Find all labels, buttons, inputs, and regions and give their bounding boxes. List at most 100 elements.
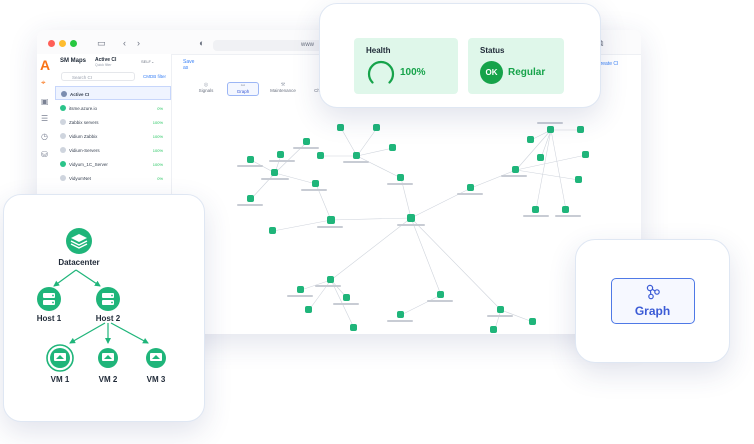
close-window-icon[interactable] [48,40,55,47]
address-bar[interactable]: www [213,40,323,51]
graph-node[interactable] [397,174,404,181]
graph-node[interactable] [582,151,589,158]
graph-node[interactable] [497,306,504,313]
graph-node[interactable] [490,326,497,333]
vm-1-node[interactable] [46,344,74,372]
dashboard-nav-icon[interactable]: ▣ [41,97,49,106]
graph-node[interactable] [407,214,415,222]
datacenter-node[interactable] [66,228,92,254]
maximize-window-icon[interactable] [70,40,77,47]
list-item[interactable]: VidyumNet 0% [55,171,171,185]
tab-signals[interactable]: ◎ Signals [191,82,221,94]
health-gauge-fill [367,60,395,84]
tab-label: Signals [198,88,214,93]
list-item[interactable]: Vidyum_1C_Server 100% [55,157,171,171]
graph-node[interactable] [327,216,335,224]
vm-1-label: VM 1 [50,375,70,384]
graph-node[interactable] [247,195,254,202]
host-1-label: Host 1 [36,314,62,323]
graph-node[interactable] [337,124,344,131]
graph-node[interactable] [303,138,310,145]
vm-3-node[interactable] [146,348,166,368]
maps-nav-icon[interactable]: ⌖ [41,78,46,87]
ci-filter-select[interactable]: Active CI Quick filter SELF ⌄ [95,56,157,68]
vm-3-label: VM 3 [146,375,166,384]
ci-icon [60,105,66,111]
cmdb-filter-link[interactable]: CMDB filter [143,74,167,79]
graph-node[interactable] [312,180,319,187]
graph-edges [250,127,587,333]
graph-node[interactable] [537,154,544,161]
graph-node[interactable] [350,324,357,331]
graph-node[interactable] [353,152,360,159]
list-item-pct: 0% [157,105,163,111]
sidebar-toggle-icon[interactable]: ▭ [97,38,106,48]
datacenter-label: Datacenter [58,258,100,267]
graph-button[interactable]: Graph [611,278,695,324]
list-item[interactable]: Active CI [55,86,171,100]
list-item-pct: 100% [152,119,163,125]
graph-node[interactable] [577,126,584,133]
ci-icon [60,147,66,153]
graph-node[interactable] [437,291,444,298]
forward-icon[interactable]: › [137,38,140,48]
events-nav-icon[interactable]: ☰ [41,114,49,123]
tab-graph[interactable]: ⚯ Graph [227,82,259,96]
graph-node[interactable] [467,184,474,191]
health-status-card: Health 100% Status OK Regular [319,3,601,108]
list-item-pct: 100% [152,161,163,167]
graph-node[interactable] [527,136,534,143]
graph-node[interactable] [397,311,404,318]
search-input[interactable]: Search CI [61,72,135,81]
tab-label: Graph [236,89,250,94]
list-item-pct: 100% [152,147,163,153]
minimize-window-icon[interactable] [59,40,66,47]
list-item[interactable]: Vidium Zabbix 100% [55,129,171,143]
tab-maintenance[interactable]: ⚒ Maintenance [263,82,303,94]
graph-node[interactable] [547,126,554,133]
ci-graph-canvas[interactable] [171,100,641,334]
hierarchy-edges [53,269,149,344]
graph-node[interactable] [529,318,536,325]
save-as-link[interactable]: Save as [183,59,195,71]
host-1-node[interactable] [37,287,61,311]
hierarchy-diagram [37,228,166,372]
storage-nav-icon[interactable]: ⛁ [41,150,48,159]
list-item[interactable]: Zabbix servers 100% [55,115,171,129]
graph-node[interactable] [373,124,380,131]
list-item-label: Vidium-Servers [69,147,100,153]
graph-icon [646,284,660,300]
list-item[interactable]: Vidium-Servers 100% [55,143,171,157]
graph-node[interactable] [305,306,312,313]
create-ci-button[interactable]: Create CI [597,61,619,67]
graph-button-label: Graph [634,304,671,318]
graph-node[interactable] [327,276,334,283]
back-icon[interactable]: ‹ [123,38,126,48]
graph-node[interactable] [343,294,350,301]
vm-2-label: VM 2 [98,375,118,384]
graph-node[interactable] [389,144,396,151]
graph-node[interactable] [575,176,582,183]
list-item-label: Active CI [70,91,90,97]
list-item[interactable]: itsme.azure.io 0% [55,101,171,115]
health-gauge [367,60,395,84]
history-nav-icon[interactable]: ◷ [41,132,48,141]
ci-icon [60,175,66,181]
graph-node[interactable] [317,152,324,159]
graph-node[interactable] [247,156,254,163]
graph-node[interactable] [271,169,278,176]
graph-node[interactable] [269,227,276,234]
vm-2-node[interactable] [98,348,118,368]
graph-node[interactable] [277,151,284,158]
list-item-pct: 100% [152,133,163,139]
host-2-node[interactable] [96,287,120,311]
graph-node[interactable] [562,206,569,213]
signals-icon: ◎ [203,82,209,88]
graph-node[interactable] [532,206,539,213]
chevron-down-icon: ⌄ [151,59,155,64]
graph-node[interactable] [297,286,304,293]
list-item-label: Vidyum_1C_Server [69,161,108,167]
health-tile: Health 100% [354,38,458,94]
status-tile: Status OK Regular [468,38,564,94]
graph-node[interactable] [512,166,519,173]
